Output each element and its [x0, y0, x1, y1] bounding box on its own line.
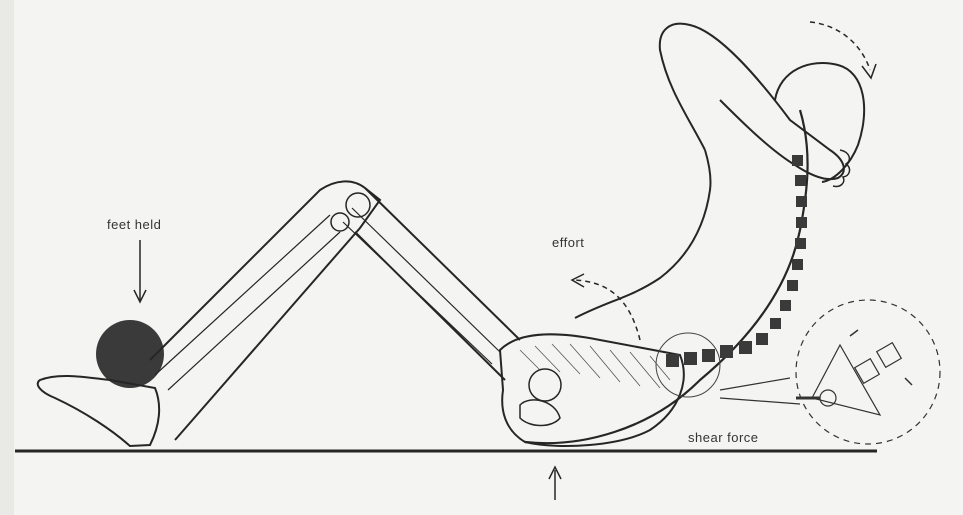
- vertebra: [780, 300, 791, 311]
- effort-label: effort: [552, 235, 584, 250]
- shear-force-inset: [720, 300, 940, 444]
- arm-outline: [660, 24, 844, 179]
- vertebra: [720, 345, 733, 358]
- foot-outline: [38, 376, 159, 446]
- thigh-outline: [355, 188, 520, 380]
- vertebra: [770, 318, 781, 329]
- spine: [666, 155, 807, 367]
- vertebra: [702, 349, 715, 362]
- vertebra: [739, 341, 752, 354]
- shear-force-label: shear force: [688, 430, 759, 445]
- vertebra: [787, 280, 798, 291]
- vertebra: [666, 354, 679, 367]
- feet-held-label: feet held: [107, 217, 161, 232]
- vertebra: [796, 217, 807, 228]
- torso-back: [525, 110, 808, 443]
- vertebra: [796, 196, 807, 207]
- head-outline: [775, 63, 864, 182]
- knee-joint: [331, 193, 370, 231]
- effort-arrow: [572, 274, 640, 340]
- held-ball: [96, 320, 164, 388]
- torso-front: [575, 150, 711, 318]
- vertebra: [795, 238, 806, 249]
- hip-joint: [520, 369, 561, 426]
- floor-reaction-arrow: [549, 467, 561, 500]
- rotation-arrow: [810, 22, 876, 78]
- pelvis-hatching: [520, 344, 670, 388]
- vertebra: [792, 155, 803, 166]
- pelvis-outline: [500, 334, 684, 446]
- feet-held-arrow: [134, 240, 146, 302]
- leg-bones: [155, 208, 500, 390]
- vertebra: [684, 352, 697, 365]
- vertebra: [792, 259, 803, 270]
- vertebra: [756, 333, 768, 345]
- vertebra: [795, 175, 806, 186]
- shin-outline: [150, 181, 380, 440]
